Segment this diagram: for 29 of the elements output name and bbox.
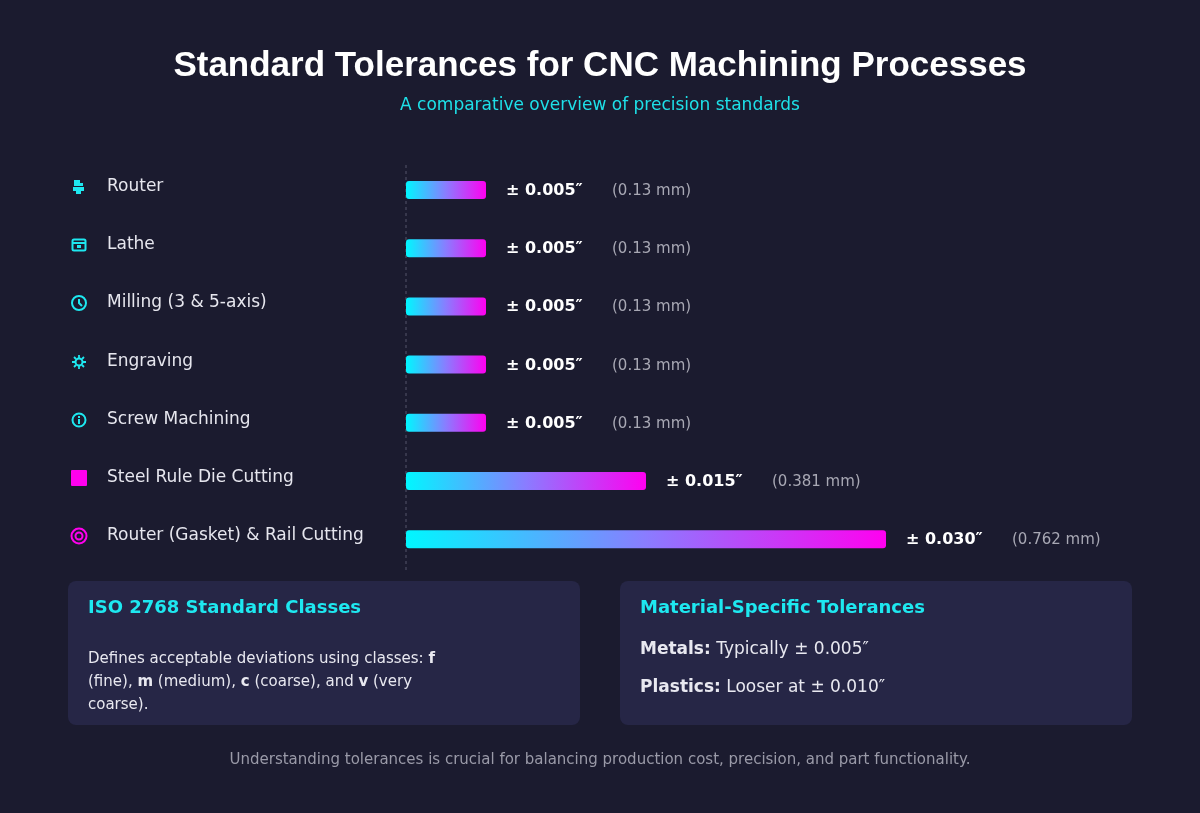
- caption: Understanding tolerances is crucial for balancing production cost, precision, and part functionality.: [228, 750, 972, 768]
- metric-value: (0.13 mm): [612, 239, 692, 258]
- card-text: Defines acceptable deviations using classes: f (fine), m (medium), c (coarse), and v (very coarse).: [88, 648, 437, 715]
- category-label: Router: [107, 175, 164, 195]
- value-label: ± 0.005″: [506, 296, 583, 316]
- category-label: Lathe: [107, 233, 155, 254]
- value-label: ± 0.015″: [666, 471, 743, 490]
- metric-value: (0.13 mm): [612, 355, 692, 374]
- category-label: Router (Gasket) & Rail Cutting: [107, 524, 364, 545]
- metric-value: (0.381 mm): [772, 472, 861, 490]
- value-label: ± 0.005″: [506, 412, 583, 432]
- metric-value: (0.13 mm): [612, 297, 692, 316]
- value-label: ± 0.005″: [506, 238, 583, 258]
- subtitle: A comparative overview of precision standards: [399, 94, 801, 114]
- value-label: ± 0.005″: [506, 180, 583, 199]
- value-label: ± 0.005″: [506, 354, 583, 374]
- category-label: Milling (3 & 5-axis): [107, 291, 267, 312]
- metric-value: (0.13 mm): [612, 181, 692, 199]
- category-label: Screw Machining: [107, 407, 251, 428]
- category-label: Steel Rule Die Cutting: [107, 466, 294, 486]
- card-text: Plastics: Looser at ± 0.010″: [640, 675, 887, 698]
- metric-value: (0.13 mm): [612, 413, 692, 432]
- metric-value: (0.762 mm): [1012, 530, 1101, 549]
- value-label: ± 0.030″: [906, 529, 983, 549]
- title: Standard Tolerances for CNC Machining Processes: [172, 44, 1028, 84]
- card-heading: ISO 2768 Standard Classes: [88, 596, 362, 617]
- category-label: Engraving: [107, 349, 194, 370]
- card-text: Metals: Typically ± 0.005″: [640, 637, 870, 660]
- card-heading: Material-Specific Tolerances: [640, 596, 925, 617]
